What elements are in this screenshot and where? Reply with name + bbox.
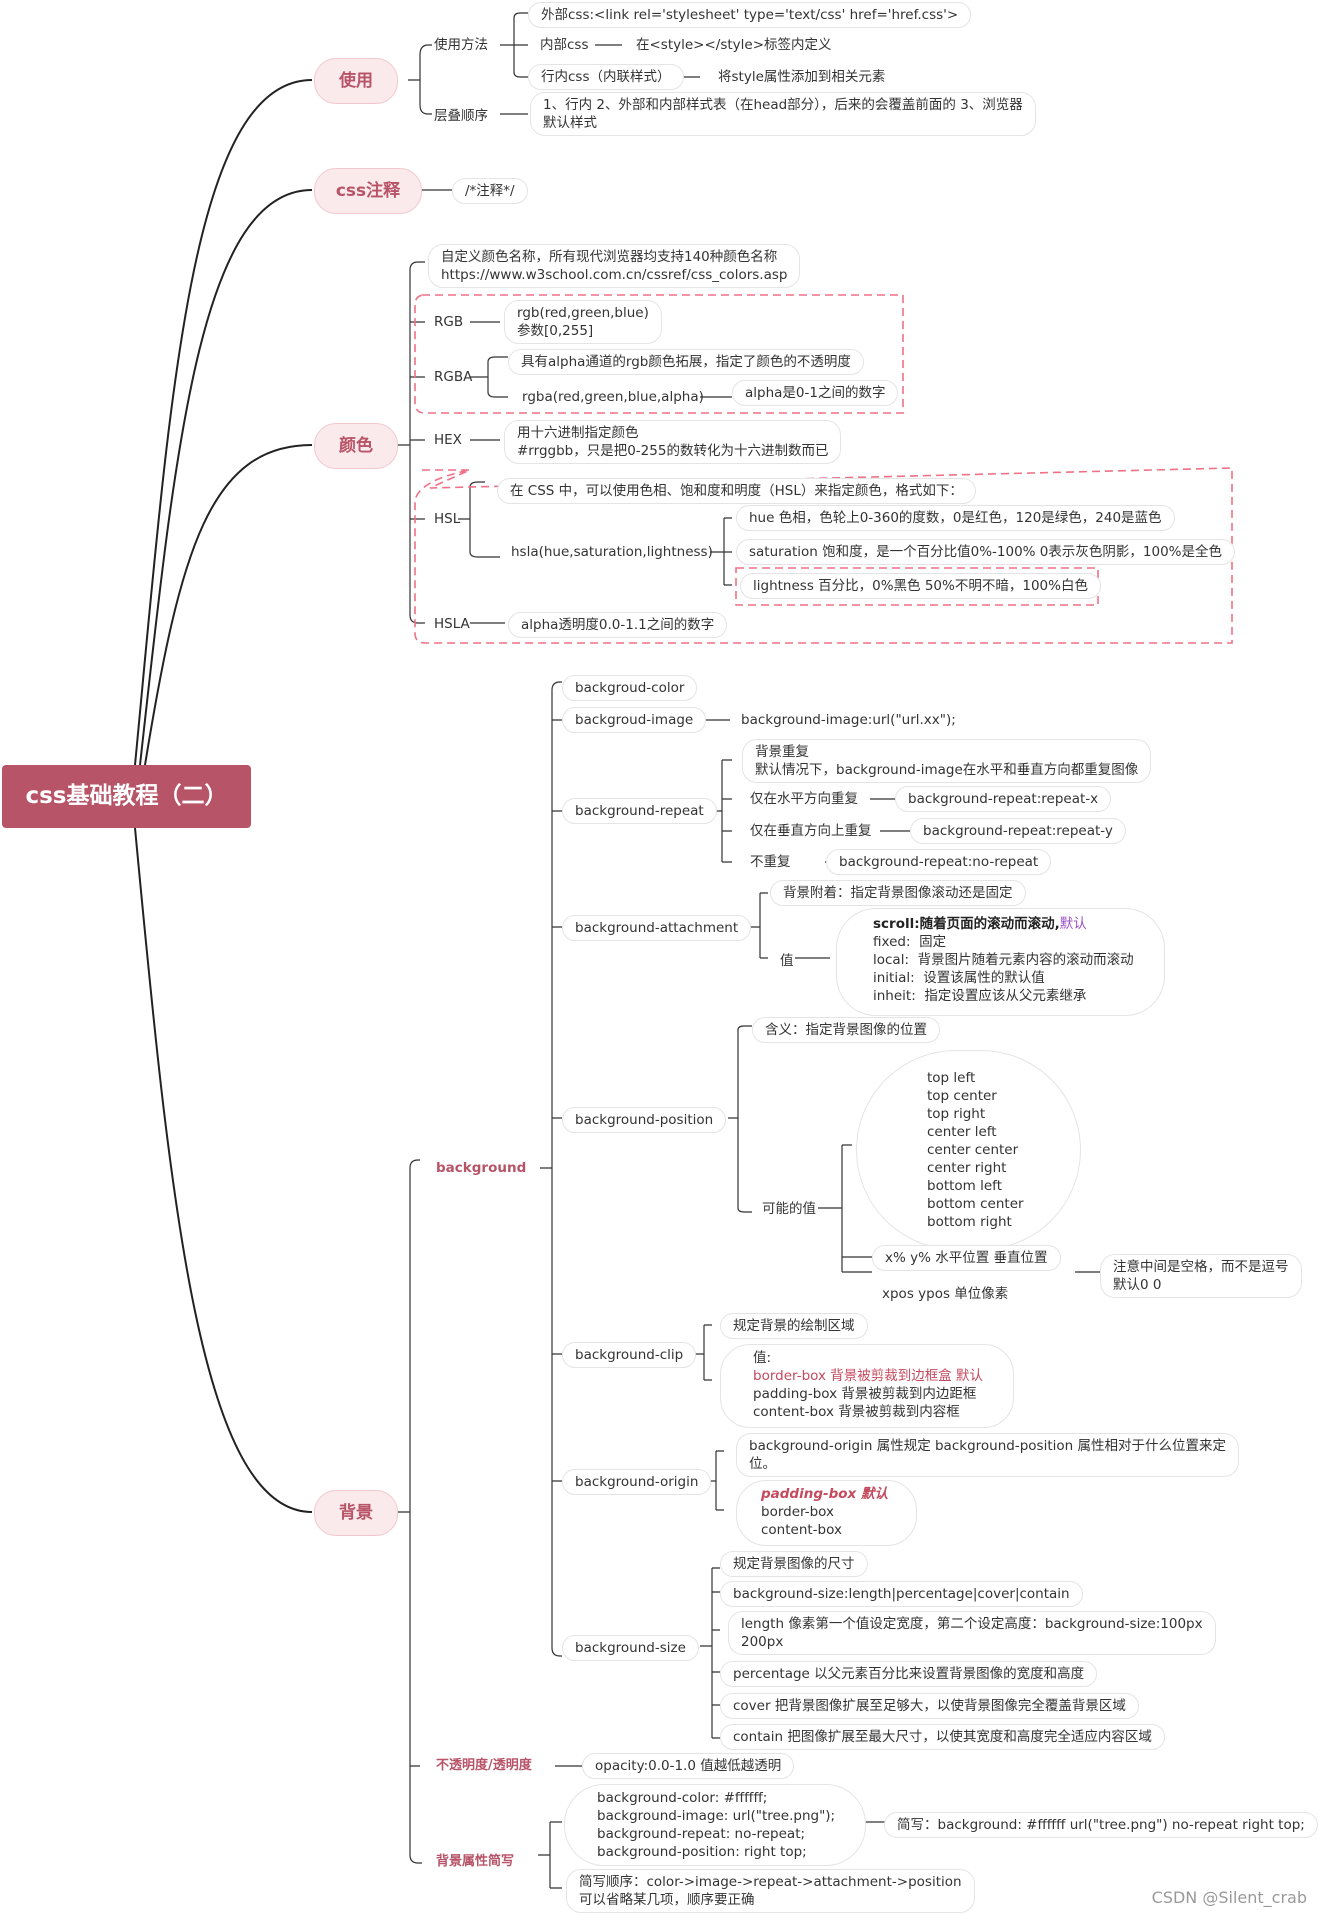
- use-method: 使用方法: [434, 37, 488, 53]
- color-lightness: lightness 百分比，0%黑色 50%不明不暗，100%白色: [740, 573, 1101, 599]
- color-rgba-desc2: rgba(red,green,blue,alpha): [522, 389, 704, 405]
- color-names: 自定义颜色名称，所有现代浏览器均支持140种颜色名称 https://www.w…: [428, 244, 801, 288]
- bg-repeat-x: 仅在水平方向重复: [750, 791, 858, 807]
- bg-repeat-y-code: background-repeat:repeat-y: [910, 818, 1126, 844]
- clip-val-label: 值:: [753, 1350, 772, 1366]
- bg-image: backgroud-image: [562, 707, 707, 733]
- branch-color: [144, 444, 313, 766]
- use-inline: 行内css（内联样式）: [528, 64, 684, 90]
- color-rgba-alpha: alpha是0-1之间的数字: [732, 380, 899, 406]
- attach-rest: fixed: 固定 local: 背景图片随着元素内容的滚动而滚动 initia…: [873, 934, 1134, 1004]
- color-rgba-desc1: 具有alpha通道的rgb颜色拓展，指定了颜色的不透明度: [508, 349, 864, 375]
- bg-shorthand-code: background-color: #ffffff; background-im…: [564, 1784, 867, 1866]
- bg-origin: background-origin: [562, 1469, 712, 1495]
- bg-position: background-position: [562, 1107, 727, 1133]
- bg-position-desc: 含义：指定背景图像的位置: [752, 1017, 940, 1043]
- bg-attach-val: 值: [780, 953, 794, 969]
- root-node: css基础教程（二）: [2, 765, 251, 828]
- lightness-frame: [735, 567, 1099, 606]
- branch-comment: [139, 189, 313, 766]
- color-hsla-fn: hsla(hue,saturation,lightness): [511, 544, 713, 560]
- bg-clip-desc: 规定背景的绘制区域: [720, 1313, 868, 1339]
- bg-no-repeat-code: background-repeat:no-repeat: [826, 849, 1052, 875]
- bg-shorthand-order: 简写顺序：color->image->repeat->attachment->p…: [566, 1869, 975, 1913]
- bg-repeat: background-repeat: [562, 798, 717, 824]
- use-internal-desc: 在<style></style>标签内定义: [636, 37, 832, 53]
- use-cascade-desc: 1、行内 2、外部和内部样式表（在head部分），后来的会覆盖前面的 3、浏览器…: [530, 92, 1036, 136]
- node-comment: css注释: [314, 168, 422, 214]
- attach-default: 默认: [1059, 916, 1087, 932]
- bg-size: background-size: [562, 1635, 699, 1661]
- bg-attach: background-attachment: [562, 915, 752, 941]
- watermark: CSDN @Silent_crab: [1151, 1888, 1307, 1907]
- rgb-group-frame: [414, 294, 904, 414]
- hsl-group-frame: [414, 467, 1233, 644]
- bg-size-desc: 规定背景图像的尺寸: [720, 1551, 868, 1577]
- bg-no-repeat: 不重复: [750, 854, 791, 870]
- bg-repeat-x-code: background-repeat:repeat-x: [895, 786, 1112, 812]
- node-use: 使用: [314, 58, 398, 104]
- origin-rest: border-box content-box: [761, 1504, 842, 1538]
- bg-position-note: 注意中间是空格，而不是逗号 默认0 0: [1100, 1254, 1302, 1298]
- use-cascade: 层叠顺序: [434, 108, 488, 124]
- bg-attach-values: scroll:随着页面的滚动而滚动,默认 fixed: 固定 local: 背景…: [836, 908, 1165, 1016]
- color-hex: HEX: [434, 432, 462, 448]
- color-rgba: RGBA: [434, 369, 473, 385]
- color-hsl-desc: 在 CSS 中，可以使用色相、饱和度和明度（HSL）来指定颜色，格式如下：: [497, 478, 976, 504]
- node-color: 颜色: [314, 423, 398, 469]
- attach-scroll: scroll:随着页面的滚动而滚动,: [873, 916, 1060, 932]
- clip-border: border-box 背景被剪裁到边框盒 默认: [753, 1368, 984, 1384]
- bg-position-list: top left top center top right center lef…: [856, 1050, 1081, 1250]
- branch-bg: [134, 827, 313, 1513]
- bg-clip-values: 值: border-box 背景被剪裁到边框盒 默认 padding-box 背…: [720, 1344, 1015, 1428]
- use-inline-desc: 将style属性添加到相关元素: [718, 69, 886, 85]
- bg-color: backgroud-color: [562, 675, 698, 701]
- bg-size-length: length 像素第一个值设定宽度，第二个设定高度：background-siz…: [728, 1611, 1216, 1655]
- color-rgb-desc: rgb(red,green,blue) 参数[0,255]: [504, 300, 662, 344]
- bg-attach-desc: 背景附着：指定背景图像滚动还是固定: [770, 880, 1026, 906]
- bg-size-cover: cover 把背景图像扩展至足够大，以使背景图像完全覆盖背景区域: [720, 1693, 1139, 1719]
- bg-size-syntax: background-size:length|percentage|cover|…: [720, 1581, 1083, 1607]
- bg-origin-desc: background-origin 属性规定 background-positi…: [736, 1433, 1239, 1477]
- color-hue: hue 色相，色轮上0-360的度数，0是红色，120是绿色，240是蓝色: [736, 505, 1175, 531]
- bg-shorthand-result: 简写：background: #ffffff url("tree.png") n…: [884, 1812, 1318, 1838]
- use-external: 外部css:<link rel='stylesheet' type='text/…: [528, 2, 972, 28]
- color-hex-desc: 用十六进制指定颜色 #rrggbb，只是把0-255的数转化为十六进制数而已: [504, 420, 842, 464]
- origin-padding: padding-box 默认: [761, 1486, 888, 1502]
- branch-use: [134, 79, 313, 766]
- bg-position-px: xpos ypos 单位像素: [882, 1286, 1009, 1302]
- bg-background: background: [436, 1160, 527, 1176]
- bg-clip: background-clip: [562, 1342, 697, 1368]
- bg-shorthand: 背景属性简写: [436, 1854, 515, 1869]
- comment-syntax: /*注释*/: [452, 178, 528, 204]
- bg-position-val: 可能的值: [762, 1201, 816, 1217]
- clip-rest: padding-box 背景被剪裁到内边距框 content-box 背景被剪裁…: [753, 1386, 977, 1420]
- bg-opacity-desc: opacity:0.0-1.0 值越低越透明: [582, 1753, 795, 1779]
- bg-origin-values: padding-box 默认 border-box content-box: [736, 1480, 917, 1546]
- bg-image-desc: background-image:url("url.xx");: [741, 712, 956, 728]
- bg-size-pct: percentage 以父元素百分比来设置背景图像的宽度和高度: [720, 1661, 1098, 1687]
- color-hsla: HSLA: [434, 616, 470, 632]
- bg-repeat-y: 仅在垂直方向上重复: [750, 823, 872, 839]
- bg-opacity: 不透明度/透明度: [436, 1758, 532, 1773]
- bg-position-xy: x% y% 水平位置 垂直位置: [872, 1245, 1061, 1271]
- bg-repeat-desc: 背景重复 默认情况下，background-image在水平和垂直方向都重复图像: [742, 739, 1152, 783]
- color-saturation: saturation 饱和度，是一个百分比值0%-100% 0表示灰色阴影，10…: [736, 539, 1235, 565]
- color-hsl: HSL: [434, 511, 461, 527]
- bg-size-contain: contain 把图像扩展至最大尺寸，以使其宽度和高度完全适应内容区域: [720, 1724, 1165, 1750]
- color-rgb: RGB: [434, 314, 464, 330]
- color-hsla-desc: alpha透明度0.0-1.1之间的数字: [508, 612, 728, 638]
- node-bg: 背景: [314, 1490, 398, 1536]
- use-internal: 内部css: [540, 37, 589, 53]
